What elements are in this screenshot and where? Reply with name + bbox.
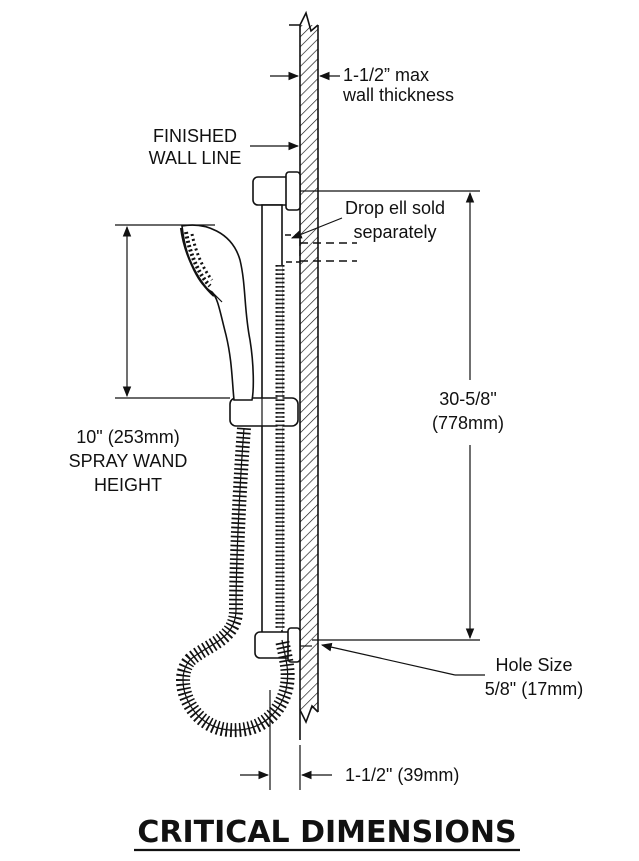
dimension-lines	[115, 71, 485, 790]
wand-height-label-line3: HEIGHT	[94, 475, 162, 495]
wall-thickness-label-line1: 1-1/2” max	[343, 65, 429, 85]
offset-label: 1-1/2" (39mm)	[345, 765, 459, 785]
bar-length-label-line1: 30-5/8"	[439, 389, 496, 409]
bar-length-label-line2: (778mm)	[432, 413, 504, 433]
finished-wall-label-line2: WALL LINE	[149, 148, 242, 168]
hole-size-label-line1: Hole Size	[495, 655, 572, 675]
hose	[176, 265, 295, 738]
diagram-title: CRITICAL DIMENSIONS	[137, 815, 516, 850]
wall-thickness-label-line2: wall thickness	[342, 85, 454, 105]
hole-size-label-line2: 5/8" (17mm)	[485, 679, 583, 699]
finished-wall-label-line1: FINISHED	[153, 126, 237, 146]
slide-bar	[229, 171, 357, 663]
wand-height-label-line1: 10" (253mm)	[76, 427, 179, 447]
drop-ell-label-line2: separately	[353, 222, 436, 242]
drop-ell-label-line1: Drop ell sold	[345, 198, 445, 218]
wall	[289, 10, 319, 740]
spray-wand	[179, 224, 255, 401]
wand-height-label-line2: SPRAY WAND	[69, 451, 188, 471]
